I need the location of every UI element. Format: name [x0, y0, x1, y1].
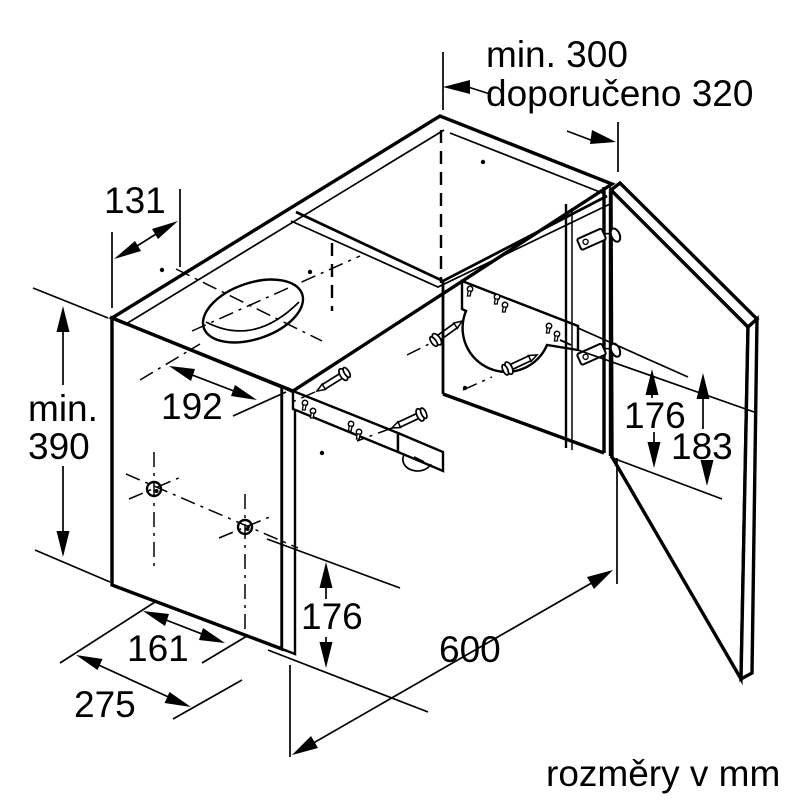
- dim-label: 161: [127, 628, 189, 669]
- dim-rail-height-left: 176: [266, 538, 429, 713]
- mounting-rail-left: [291, 389, 445, 473]
- dim-min-height: min. 390: [28, 287, 111, 583]
- dim-bottom-offsets: 161 275: [59, 601, 248, 725]
- units-caption: rozměry v mm: [546, 753, 780, 794]
- dim-label: 131: [104, 180, 166, 221]
- dim-depth-clearance: min. 300 doporučeno 320: [442, 34, 753, 172]
- drill-centerline-width: [128, 476, 182, 500]
- mounting-screws: [289, 314, 541, 442]
- drill-hole-slot: [154, 489, 159, 493]
- dim-label: 600: [439, 629, 501, 670]
- dim-duct-offset: 131: [104, 180, 181, 308]
- dim-label: 176: [301, 596, 363, 637]
- dim-label: 390: [28, 426, 90, 467]
- mounting-bracket-right: [460, 279, 580, 374]
- dim-label: 192: [161, 386, 223, 427]
- dim-label: 183: [671, 426, 733, 467]
- screw: [427, 314, 467, 350]
- drill-centerline-width: [218, 515, 273, 539]
- dim-rail-height-right: 176 183: [577, 327, 758, 500]
- top-panel-thickness-edge: [120, 129, 445, 328]
- dim-label: min.: [28, 388, 98, 429]
- dim-cabinet-width: 600: [289, 458, 618, 757]
- drill-hole-slot: [245, 527, 250, 531]
- dim-label: 176: [624, 395, 686, 436]
- top-panel-inner-edge-right: [449, 132, 606, 195]
- vent-hole-outer: [201, 278, 305, 344]
- cabinet-body: [108, 114, 760, 686]
- dim-duct-depth: 192: [139, 343, 287, 427]
- centerline-dots: [159, 159, 486, 456]
- cabinet-door: [608, 180, 760, 686]
- dim-label: min. 300: [486, 34, 628, 75]
- left-side-panel: [110, 315, 299, 656]
- vent-hole: [175, 255, 361, 344]
- vent-hole-inner-arc: [205, 301, 300, 332]
- dim-label: doporučeno 320: [486, 73, 753, 114]
- dim-label: 275: [74, 684, 136, 725]
- screw: [388, 405, 430, 435]
- dimension-annotations: min. 300 doporučeno 320 131 min. 390: [28, 34, 780, 794]
